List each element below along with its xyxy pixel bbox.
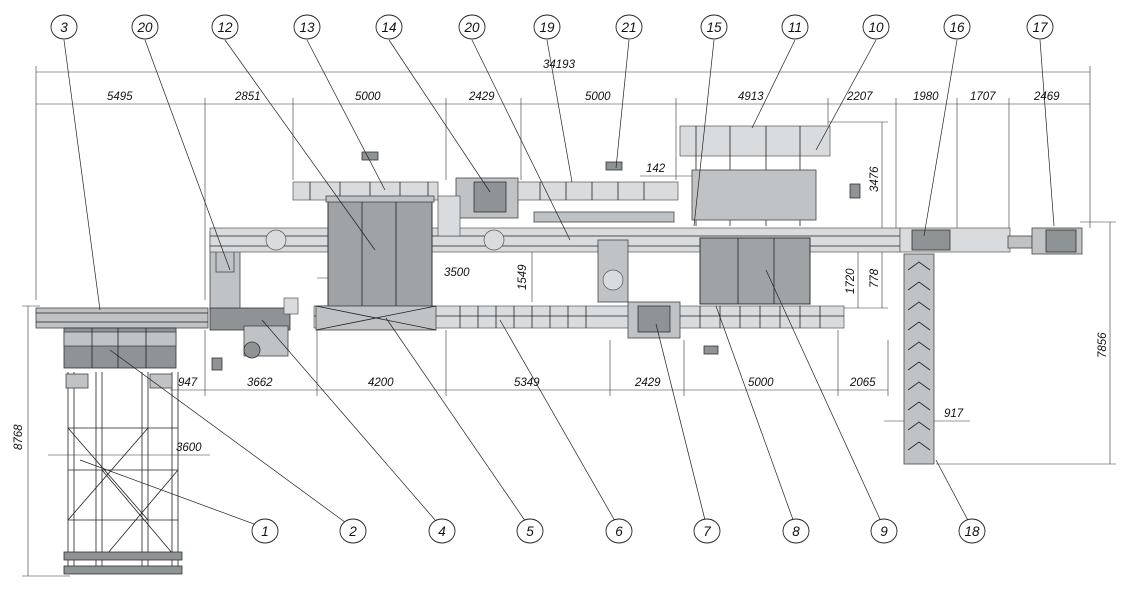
leader-lines xyxy=(63,39,1055,529)
callout-14: 14 xyxy=(375,14,403,40)
dim-3600: 3600 xyxy=(176,442,202,454)
svg-text:8: 8 xyxy=(792,524,800,539)
svg-text:20: 20 xyxy=(136,20,153,35)
svg-text:5: 5 xyxy=(526,524,534,539)
rollers xyxy=(459,306,821,328)
dim-top-8: 1980 xyxy=(913,91,939,103)
svg-text:17: 17 xyxy=(1032,20,1048,35)
svg-text:14: 14 xyxy=(381,20,396,35)
svg-text:13: 13 xyxy=(299,20,315,35)
dim-top-9: 1707 xyxy=(970,91,996,103)
callout-1: 1 xyxy=(251,518,279,544)
callout-3: 3 xyxy=(50,14,78,40)
callout-19: 19 xyxy=(533,14,561,40)
dim-8768: 8768 xyxy=(13,424,25,450)
callout-13: 13 xyxy=(293,14,321,40)
dim-bottom-7: 2065 xyxy=(849,377,876,389)
callout-11: 11 xyxy=(781,14,809,40)
dim-3500: 3500 xyxy=(444,267,470,279)
svg-text:16: 16 xyxy=(949,20,965,35)
callout-7: 7 xyxy=(693,518,721,544)
dim-top-2: 2851 xyxy=(234,91,261,103)
dim-1720: 1720 xyxy=(845,268,857,294)
dim-bottom-2: 3662 xyxy=(247,377,273,389)
callout-12: 12 xyxy=(211,14,239,40)
callout-17: 17 xyxy=(1026,14,1054,40)
dim-top-3: 5000 xyxy=(355,91,381,103)
svg-text:3: 3 xyxy=(60,20,68,35)
dim-bottom-1: 947 xyxy=(178,377,198,389)
dim-1549: 1549 xyxy=(517,264,529,290)
svg-text:2: 2 xyxy=(348,524,357,539)
svg-text:15: 15 xyxy=(706,20,722,35)
dim-778: 778 xyxy=(869,268,881,288)
dim-top-5: 5000 xyxy=(585,91,611,103)
callouts-top: 3 20 12 13 14 20 19 21 15 11 10 16 17 xyxy=(50,14,1054,40)
callout-20b: 20 xyxy=(458,14,486,40)
support-frame xyxy=(63,372,183,575)
dim-top-7: 2207 xyxy=(846,91,873,103)
dim-bottom-6: 5000 xyxy=(748,377,774,389)
svg-text:4: 4 xyxy=(438,524,446,539)
callout-9: 9 xyxy=(870,518,898,544)
dim-top-6: 4913 xyxy=(738,91,764,103)
callout-21: 21 xyxy=(615,14,643,40)
dimension-lines xyxy=(22,66,1116,577)
svg-text:11: 11 xyxy=(788,20,802,35)
callout-10: 10 xyxy=(862,14,890,40)
callout-18: 18 xyxy=(958,518,986,544)
dim-bottom-4: 5349 xyxy=(514,377,540,389)
callout-6: 6 xyxy=(605,518,633,544)
svg-text:20: 20 xyxy=(463,20,480,35)
svg-text:7: 7 xyxy=(703,524,711,539)
svg-text:9: 9 xyxy=(880,524,888,539)
callout-20: 20 xyxy=(131,14,159,40)
svg-text:21: 21 xyxy=(620,20,636,35)
dim-top-10: 2469 xyxy=(1033,91,1060,103)
chevron-belt xyxy=(907,261,931,451)
callout-16: 16 xyxy=(943,14,971,40)
svg-text:6: 6 xyxy=(615,524,623,539)
svg-text:12: 12 xyxy=(217,20,233,35)
dim-3476: 3476 xyxy=(869,166,881,192)
dim-917: 917 xyxy=(944,408,964,420)
dim-bottom-5: 2429 xyxy=(634,377,661,389)
callout-15: 15 xyxy=(700,14,728,40)
dim-142: 142 xyxy=(646,163,666,175)
svg-text:19: 19 xyxy=(539,20,555,35)
callout-2: 2 xyxy=(339,518,367,544)
dim-7856: 7856 xyxy=(1097,332,1109,358)
dimension-labels: 34193 5495 2851 5000 2429 5000 4913 2207… xyxy=(13,59,1109,454)
dim-overall: 34193 xyxy=(543,59,576,71)
dim-top-1: 5495 xyxy=(107,91,133,103)
svg-text:10: 10 xyxy=(868,20,884,35)
callout-5: 5 xyxy=(516,518,544,544)
svg-text:1: 1 xyxy=(261,524,269,539)
dim-top-4: 2429 xyxy=(468,91,495,103)
equipment xyxy=(35,125,1083,575)
dim-bottom-3: 4200 xyxy=(368,377,394,389)
callouts-bottom: 1 2 4 5 6 7 8 9 18 xyxy=(251,518,986,544)
callout-8: 8 xyxy=(782,518,810,544)
svg-text:18: 18 xyxy=(964,524,980,539)
callout-4: 4 xyxy=(428,518,456,544)
